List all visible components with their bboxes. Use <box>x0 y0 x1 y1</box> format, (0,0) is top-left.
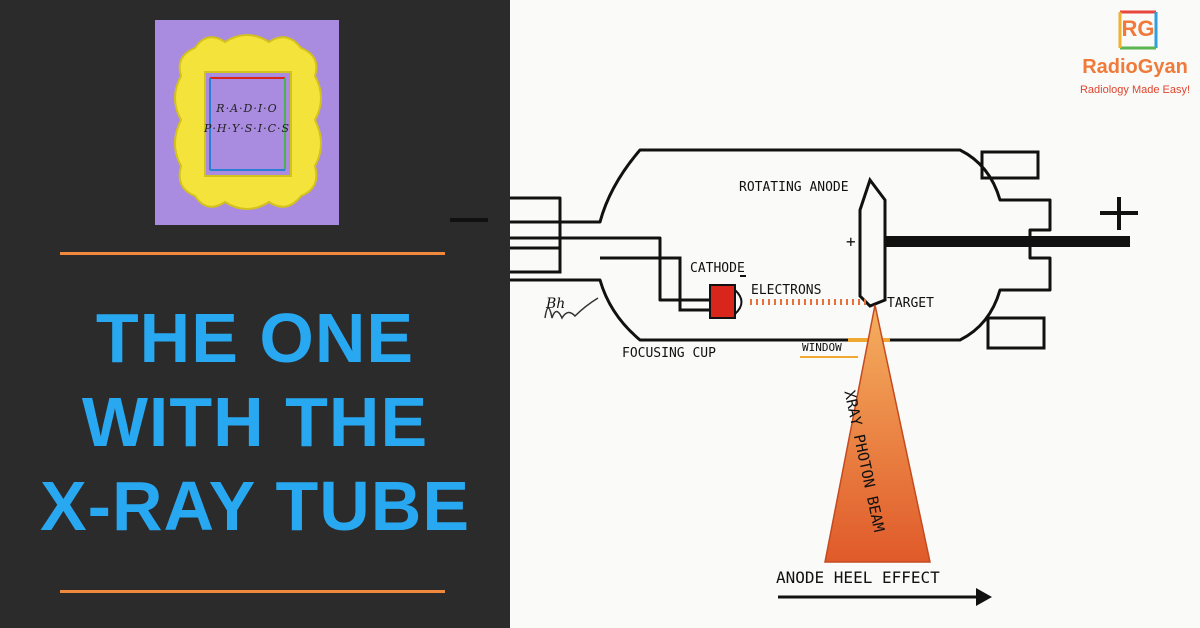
brand-name: RadioGyan <box>1082 56 1188 78</box>
cathode-lead <box>510 246 712 312</box>
label-electrons: ELECTRONS <box>751 283 822 298</box>
anode-stem <box>885 236 1130 247</box>
radio-physics-logo-card: R·A·D·I·O P·H·Y·S·I·C·S <box>155 20 339 225</box>
label-anode-heel-effect: ANODE HEEL EFFECT <box>776 568 940 587</box>
label-window: WINDOW <box>802 341 842 354</box>
focusing-cup <box>734 289 743 315</box>
label-rotating-anode: ROTATING ANODE <box>739 180 849 195</box>
logo-text-radio: R·A·D·I·O <box>216 102 278 115</box>
lead-block-bottom <box>986 316 1046 350</box>
divider-bottom <box>60 590 445 593</box>
anode-disc <box>858 176 887 308</box>
label-target: TARGET <box>887 296 934 311</box>
rg-frame-icon <box>1118 10 1158 50</box>
headline-line-2: WITH THE <box>81 383 429 461</box>
signature-mark <box>544 297 599 320</box>
headline-line-1: THE ONE <box>95 299 415 377</box>
label-focusing-cup: FOCUSING CUP <box>622 346 716 361</box>
divider-top <box>60 252 445 255</box>
left-panel: R·A·D·I·O P·H·Y·S·I·C·S THE ONE WITH THE… <box>0 0 510 628</box>
lead-block-top <box>980 150 1040 180</box>
yellow-frame-icon <box>174 34 322 210</box>
headline-line-3: X-RAY TUBE <box>39 467 471 545</box>
signature-text: Bh <box>546 296 566 312</box>
radiogyan-logo: RG RadioGyan Radiology Made Easy! <box>1070 8 1200 118</box>
anode-plus-sign: + <box>846 232 856 251</box>
brand-tagline: Radiology Made Easy! <box>1079 84 1191 96</box>
xray-photon-beam <box>824 304 931 563</box>
label-cathode: CATHODE <box>690 261 745 276</box>
rg-monogram: RG <box>1118 10 1158 50</box>
logo-text-physics: P·H·Y·S·I·C·S <box>203 122 291 135</box>
cathode-block <box>709 284 736 319</box>
rg-letters: RG <box>1121 16 1155 41</box>
